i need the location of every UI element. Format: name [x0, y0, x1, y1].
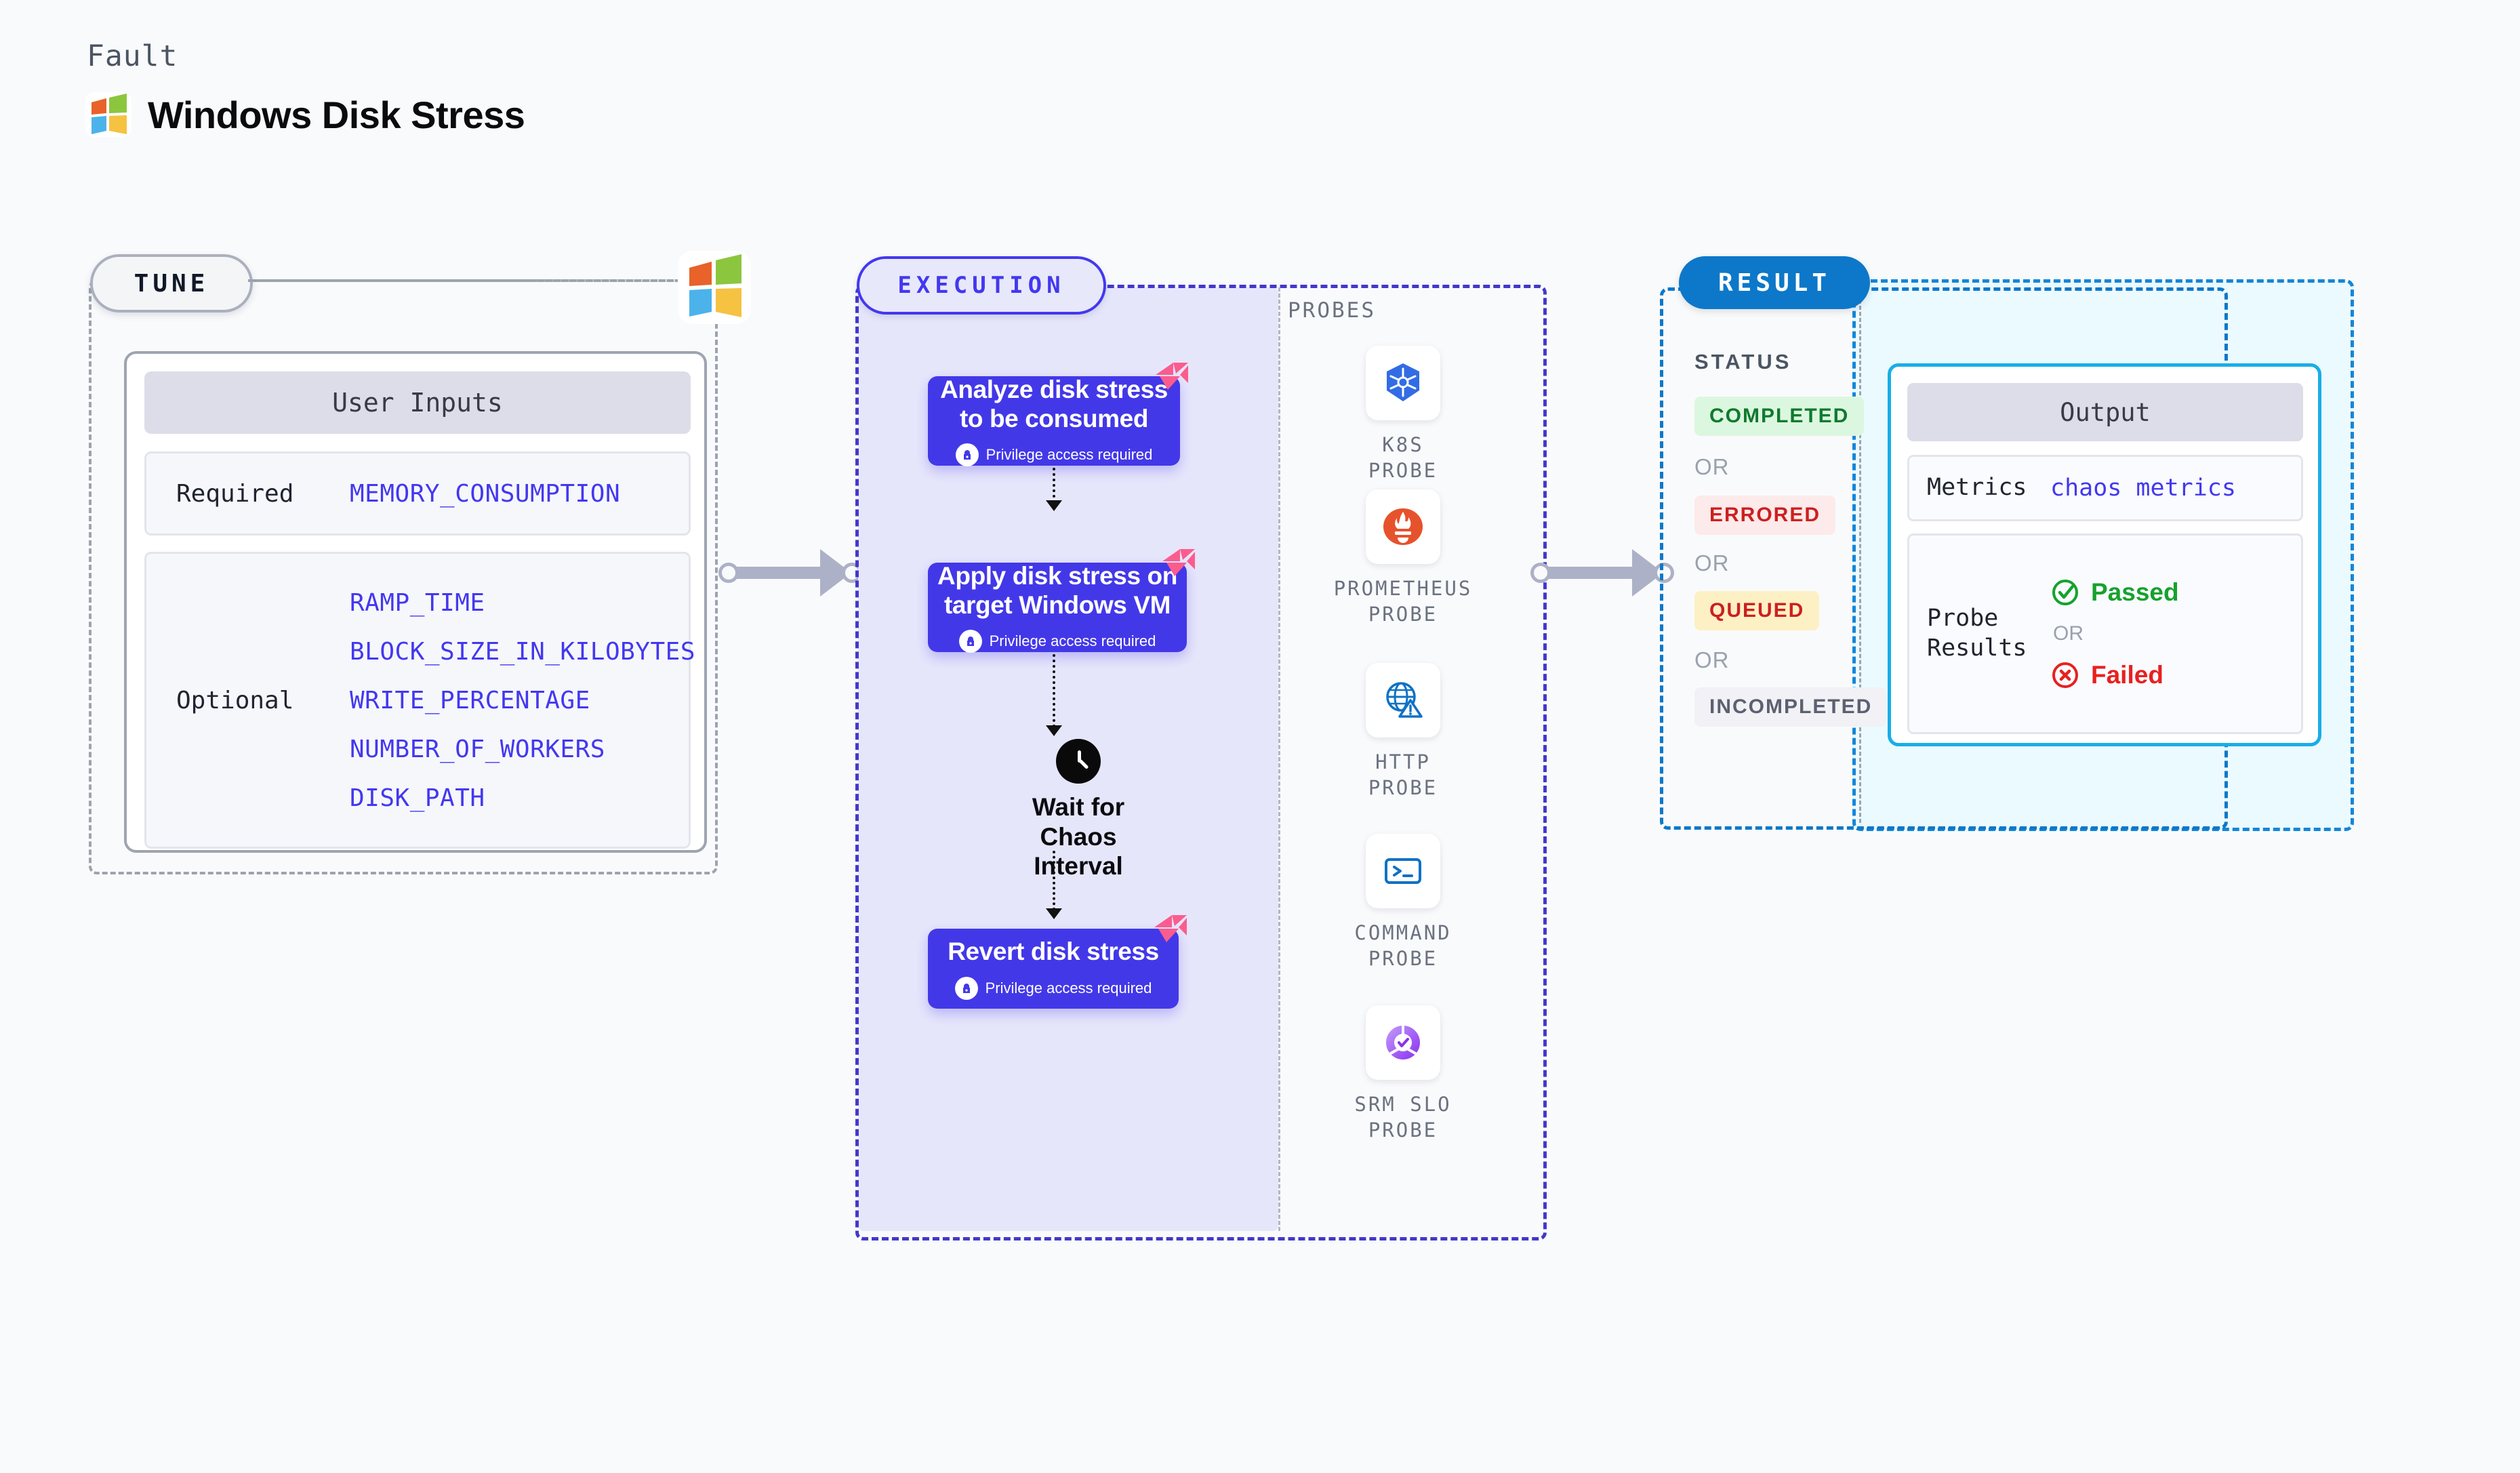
flow-arrow-head-1	[1046, 500, 1062, 511]
probe-results-label: Probe Results	[1927, 605, 2027, 662]
step-privilege-note: Privilege access required	[954, 976, 1152, 1000]
probe-item[interactable]: SRM SLO PROBE	[1342, 1005, 1464, 1144]
execution-step[interactable]: Revert disk stress Privilege access requ…	[928, 915, 1187, 1009]
check-circle-icon	[2052, 580, 2078, 605]
probe-result-passed: Passed	[2050, 578, 2179, 607]
status-label: STATUS	[1694, 350, 1792, 374]
optional-label: Optional	[176, 686, 294, 714]
execution-step[interactable]: Apply disk stress on target Windows VM P…	[928, 549, 1195, 653]
status-badge: QUEUED	[1694, 591, 1820, 630]
probe-results-values: Passed OR Failed	[2050, 578, 2179, 690]
kubernetes-icon	[1366, 346, 1440, 420]
wait-for-chaos-interval-node: Wait for Chaos Interval	[1004, 739, 1153, 881]
metrics-value[interactable]: chaos metrics	[2050, 475, 2236, 502]
probe-item[interactable]: COMMAND PROBE	[1342, 834, 1464, 972]
page-title-row: Windows Disk Stress	[85, 92, 525, 137]
srm-slo-icon	[1366, 1005, 1440, 1080]
lock-icon	[955, 443, 979, 467]
step-privilege-note: Privilege access required	[958, 630, 1156, 653]
windows-logo-badge-svg	[678, 251, 751, 324]
probe-label: HTTP PROBE	[1368, 750, 1438, 800]
metrics-label: Metrics	[1927, 474, 2027, 502]
result-pill-label: RESULT	[1679, 256, 1870, 309]
status-or-label: OR	[1694, 647, 1730, 672]
probe-result-failed: Failed	[2050, 660, 2179, 690]
status-or-label: OR	[1694, 550, 1730, 576]
litmus-chaos-icon	[1156, 363, 1188, 390]
status-or-label: OR	[1694, 454, 1730, 479]
output-card-title: Output	[1907, 383, 2303, 441]
probe-results-or-label: OR	[2053, 622, 2084, 645]
user-inputs-card: User Inputs Required MEMORY_CONSUMPTION …	[124, 351, 707, 853]
optional-value[interactable]: WRITE_PERCENTAGE	[350, 686, 590, 714]
terminal-icon	[1366, 834, 1440, 908]
probe-label: PROMETHEUS PROBE	[1333, 577, 1473, 626]
optional-values: RAMP_TIME BLOCK_SIZE_IN_KILOBYTES WRITE_…	[350, 589, 695, 812]
status-badge: COMPLETED	[1694, 397, 1865, 436]
execution-pill-label: EXECUTION	[857, 256, 1106, 315]
execution-section	[855, 285, 1547, 1240]
windows-logo-svg	[85, 92, 131, 137]
required-value[interactable]: MEMORY_CONSUMPTION	[350, 479, 621, 508]
flow-arrow-3	[1053, 851, 1055, 910]
flow-arrow-1	[1053, 468, 1055, 503]
tune-top-dashed-line	[248, 279, 682, 282]
probe-item[interactable]: PROMETHEUS PROBE	[1334, 489, 1470, 628]
step-privilege-text: Privilege access required	[985, 446, 1153, 464]
prometheus-icon	[1366, 489, 1440, 564]
tune-pill-label: TUNE	[90, 254, 253, 312]
flow-arrow-head-2	[1046, 725, 1062, 736]
probes-section-label: PROBES	[1288, 298, 1376, 323]
required-label: Required	[176, 479, 294, 508]
page-title: Windows Disk Stress	[148, 93, 525, 136]
probe-item[interactable]: K8S PROBE	[1342, 346, 1464, 484]
wait-node-label: Wait for Chaos Interval	[1032, 793, 1125, 881]
user-inputs-title: User Inputs	[144, 371, 691, 434]
probe-label: SRM SLO PROBE	[1354, 1093, 1452, 1142]
required-values: MEMORY_CONSUMPTION	[350, 480, 620, 508]
step-title: Analyze disk stress to be consumed	[940, 375, 1168, 432]
x-circle-icon	[2052, 662, 2078, 688]
output-card: Output Metrics chaos metrics Probe Resul…	[1888, 363, 2321, 746]
execution-step[interactable]: Analyze disk stress to be consumed Privi…	[928, 363, 1188, 467]
page-eyebrow: Fault	[87, 39, 178, 73]
status-badge: INCOMPLETED	[1694, 687, 1888, 727]
step-privilege-text: Privilege access required	[985, 979, 1152, 996]
required-inputs-block: Required MEMORY_CONSUMPTION	[144, 451, 691, 536]
probe-results-row: Probe Results Passed OR Failed	[1907, 533, 2303, 734]
flow-arrow-head-3	[1046, 908, 1062, 919]
optional-inputs-block: Optional RAMP_TIME BLOCK_SIZE_IN_KILOBYT…	[144, 552, 695, 849]
execution-probes-divider	[1278, 287, 1280, 1231]
http-globe-warning-icon	[1366, 663, 1440, 738]
optional-value[interactable]: DISK_PATH	[350, 784, 485, 812]
probe-label: K8S PROBE	[1368, 433, 1438, 483]
optional-value[interactable]: RAMP_TIME	[350, 588, 485, 617]
step-title: Revert disk stress	[948, 937, 1159, 966]
probe-item[interactable]: HTTP PROBE	[1342, 663, 1464, 801]
lock-icon	[958, 630, 982, 653]
windows-logo-icon	[85, 92, 131, 137]
connector-tune-to-execution	[718, 549, 862, 597]
windows-logo-icon	[678, 251, 751, 324]
litmus-chaos-icon	[1162, 549, 1195, 576]
connector-execution-to-result	[1530, 549, 1674, 597]
result-status-divider	[1859, 287, 1861, 823]
litmus-chaos-icon	[1154, 915, 1187, 942]
status-badge: ERRORED	[1694, 496, 1836, 535]
optional-value[interactable]: NUMBER_OF_WORKERS	[350, 735, 605, 763]
metrics-row: Metrics chaos metrics	[1907, 455, 2303, 521]
step-title: Apply disk stress on target Windows VM	[937, 561, 1177, 619]
failed-text: Failed	[2091, 661, 2163, 689]
probe-label: COMMAND PROBE	[1354, 921, 1452, 971]
lock-icon	[954, 976, 978, 1000]
flow-arrow-2	[1053, 654, 1055, 727]
passed-text: Passed	[2091, 578, 2179, 606]
step-privilege-note: Privilege access required	[955, 443, 1153, 467]
step-privilege-text: Privilege access required	[989, 632, 1156, 650]
clock-icon	[1056, 739, 1101, 784]
optional-value[interactable]: BLOCK_SIZE_IN_KILOBYTES	[350, 637, 695, 666]
